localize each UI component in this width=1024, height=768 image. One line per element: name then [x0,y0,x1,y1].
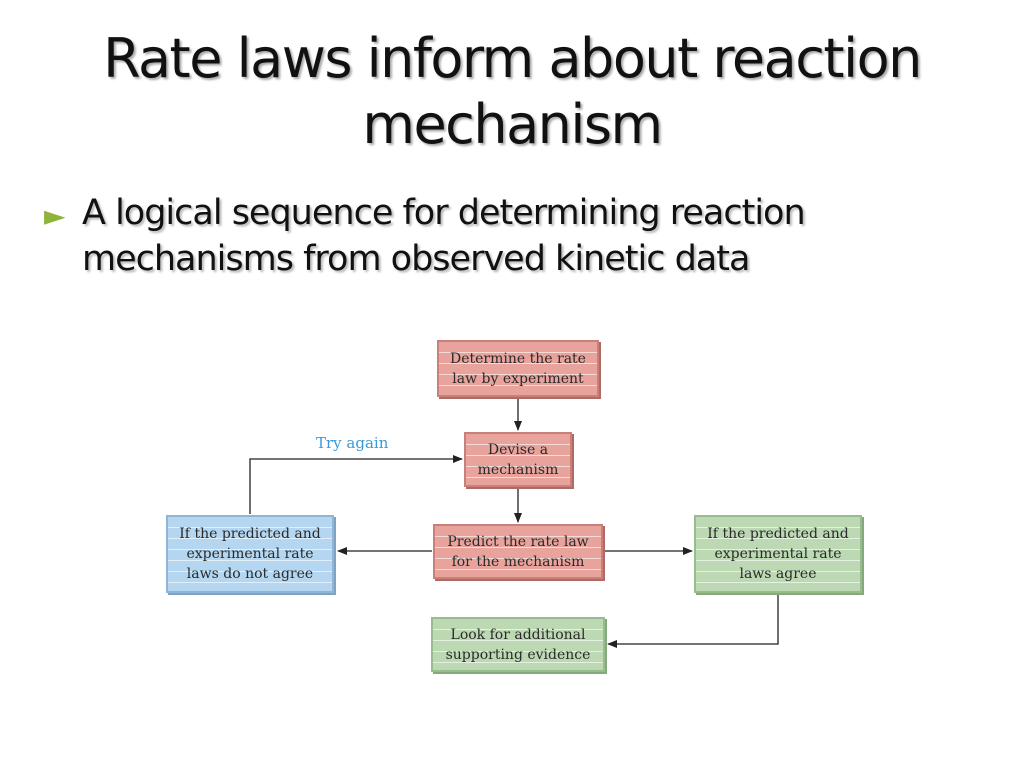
node-supporting-evidence-text: Look for additional supporting evidence [445,626,591,663]
node-devise-mechanism-text: Devise a mechanism [477,441,559,478]
node-laws-disagree: If the predicted and experimental rate l… [166,515,334,593]
bullet-text: A logical sequence for determining react… [82,193,806,279]
node-predict-rate-law: Predict the rate law for the mechanism [433,524,603,579]
node-determine-rate-law-text: Determine the rate law by experiment [450,350,586,387]
triangle-bullet-icon: ► [44,199,66,232]
node-predict-rate-law-text: Predict the rate law for the mechanism [447,533,589,570]
node-determine-rate-law: Determine the rate law by experiment [437,340,599,397]
arrow-try-again [249,455,463,514]
node-devise-mechanism: Devise a mechanism [464,432,572,487]
node-laws-agree: If the predicted and experimental rate l… [694,515,862,593]
try-again-label: Try again [316,434,389,452]
node-supporting-evidence: Look for additional supporting evidence [431,617,605,672]
arrow-agree-to-evidence [607,594,779,648]
node-laws-agree-text: If the predicted and experimental rate l… [707,526,849,582]
slide-title: Rate laws inform about reaction mechanis… [103,27,922,156]
node-laws-disagree-text: If the predicted and experimental rate l… [179,526,321,582]
